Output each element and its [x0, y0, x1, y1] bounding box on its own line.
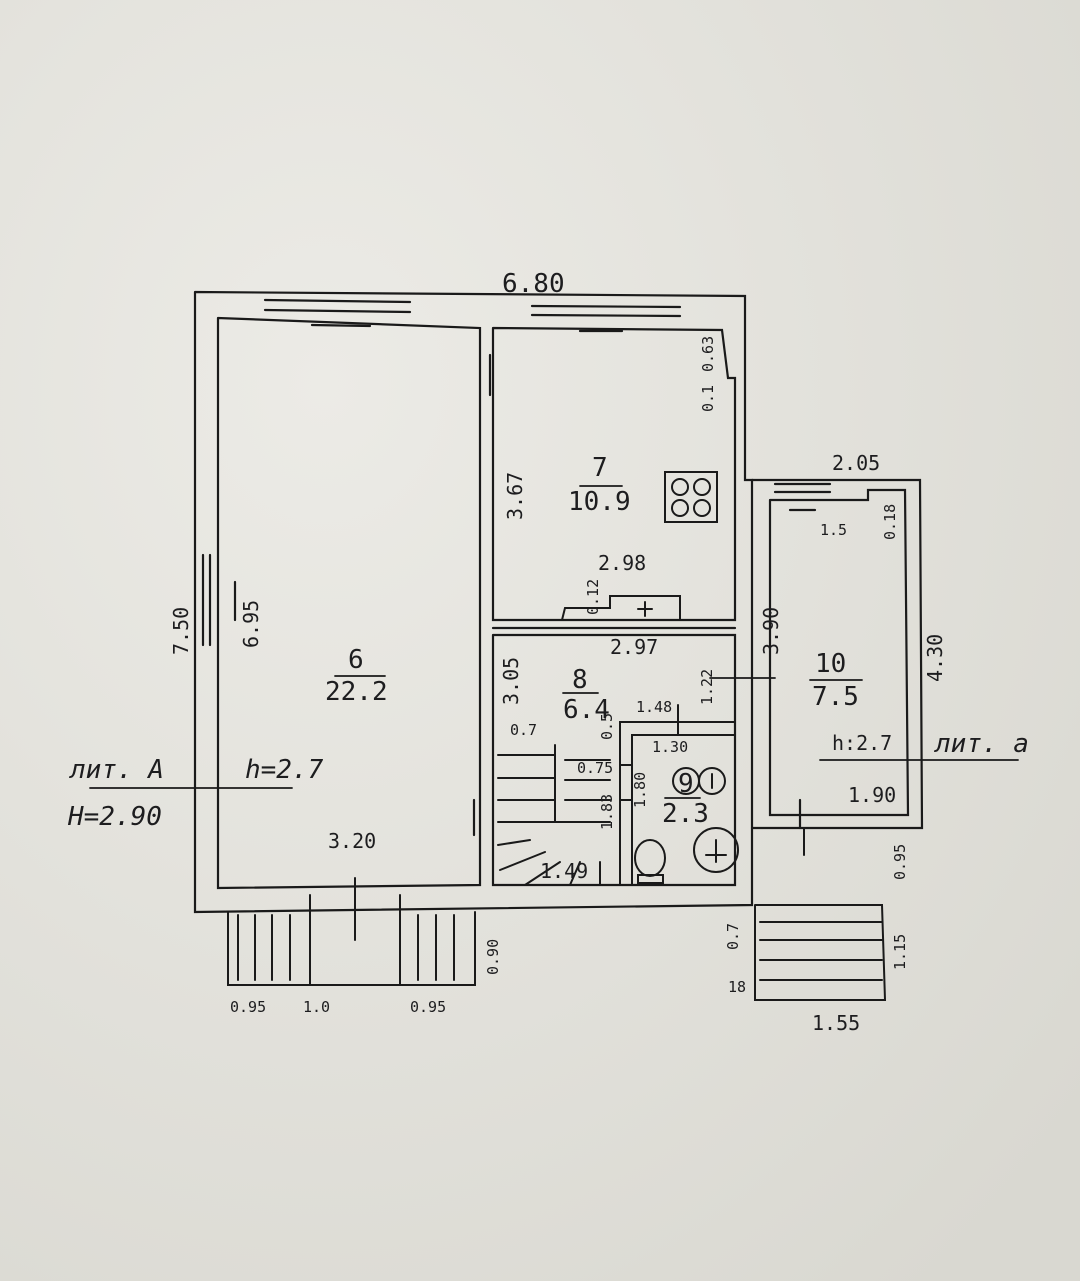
dim-porch-c: 0.95 [410, 998, 446, 1016]
sink-icon [561, 595, 681, 621]
sink-round-icon [693, 827, 739, 873]
label-lit-a-small: лит. а [934, 729, 1029, 759]
dim-porch-a: 0.95 [230, 998, 266, 1016]
label-H-a: H=2.90 [67, 802, 162, 832]
dim-hall-width2: 1.48 [636, 698, 672, 716]
dim-room6-bottom: 3.20 [328, 829, 376, 853]
room8-number: 8 [572, 665, 588, 695]
extension-steps [754, 827, 887, 1001]
dim-ext-top: 2.05 [832, 451, 880, 475]
room9-number: 9 [678, 769, 694, 799]
dim-step-b: 0.7 [724, 923, 742, 950]
dim-ext-bottom: 1.90 [848, 783, 896, 807]
dim-left-height: 7.50 [169, 607, 193, 655]
dim-window-a: 0.63 [699, 336, 717, 372]
dim-porch-b: 1.0 [303, 998, 330, 1016]
dim-ext-left: 3.90 [759, 607, 783, 655]
room9-area: 2.3 [662, 799, 709, 829]
label-lit-a: лит. А [69, 755, 164, 785]
dim-kitchen-width: 2.98 [598, 551, 646, 575]
annotation-labels: лит. А h=2.7 H=2.90 h:2.7 лит. а [67, 729, 1029, 832]
main-porch [227, 877, 476, 986]
dim-kitchen-small: 0.12 [584, 579, 602, 615]
dim-step-c: 1.15 [891, 934, 909, 970]
bathroom-walls [619, 704, 736, 886]
label-h-ext: h:2.7 [832, 731, 892, 755]
dim-hall-small: 0.7 [510, 721, 537, 739]
dim-room7-inner: 3.67 [503, 472, 527, 520]
room-labels: 6 22.2 7 10.9 8 6.4 9 2.3 10 7.5 [325, 453, 859, 829]
label-h-a: h=2.7 [245, 755, 324, 785]
dim-step-count: 18 [728, 978, 746, 996]
dim-ext-door: 1.22 [698, 669, 716, 705]
dim-stair-width: 1.49 [540, 859, 588, 883]
leader-lines [89, 485, 1019, 799]
dim-stair-step: 0.75 [577, 759, 613, 777]
dim-window-b: 0.1 [699, 385, 717, 412]
room8-area: 6.4 [563, 695, 610, 725]
dim-ext-small: 0.18 [881, 504, 899, 540]
dim-bath-height: 1.80 [631, 772, 649, 808]
room7-area: 10.9 [568, 487, 631, 517]
room10-number: 10 [815, 649, 846, 679]
dim-ext-window: 1.5 [820, 521, 847, 539]
dim-room6-height: 6.95 [239, 600, 263, 648]
room6-number: 6 [348, 645, 364, 675]
dimension-labels: 6.80 7.50 6.95 3.67 0.63 0.1 2.98 0.12 2… [169, 269, 947, 1035]
staircase [497, 744, 611, 886]
dim-hall-height: 3.05 [499, 657, 523, 705]
dim-stair-side: 1.83 [598, 794, 616, 830]
room6-area: 22.2 [325, 677, 388, 707]
dim-step-a: 0.95 [891, 844, 909, 880]
dim-bath-width: 1.30 [652, 738, 688, 756]
dim-porch-depth: 0.90 [484, 939, 502, 975]
room7-number: 7 [592, 453, 608, 483]
dim-step-width: 1.55 [812, 1011, 860, 1035]
stove-icon [664, 471, 718, 523]
dim-ext-right: 4.30 [923, 634, 947, 682]
boiler-icon [672, 767, 726, 795]
extension-walls [750, 478, 924, 830]
dim-hall-small2: 0.5 [598, 713, 616, 740]
toilet-icon [634, 839, 666, 884]
dim-total-width: 6.80 [502, 269, 565, 299]
room10-area: 7.5 [812, 682, 859, 712]
dim-hall-width: 2.97 [610, 635, 658, 659]
